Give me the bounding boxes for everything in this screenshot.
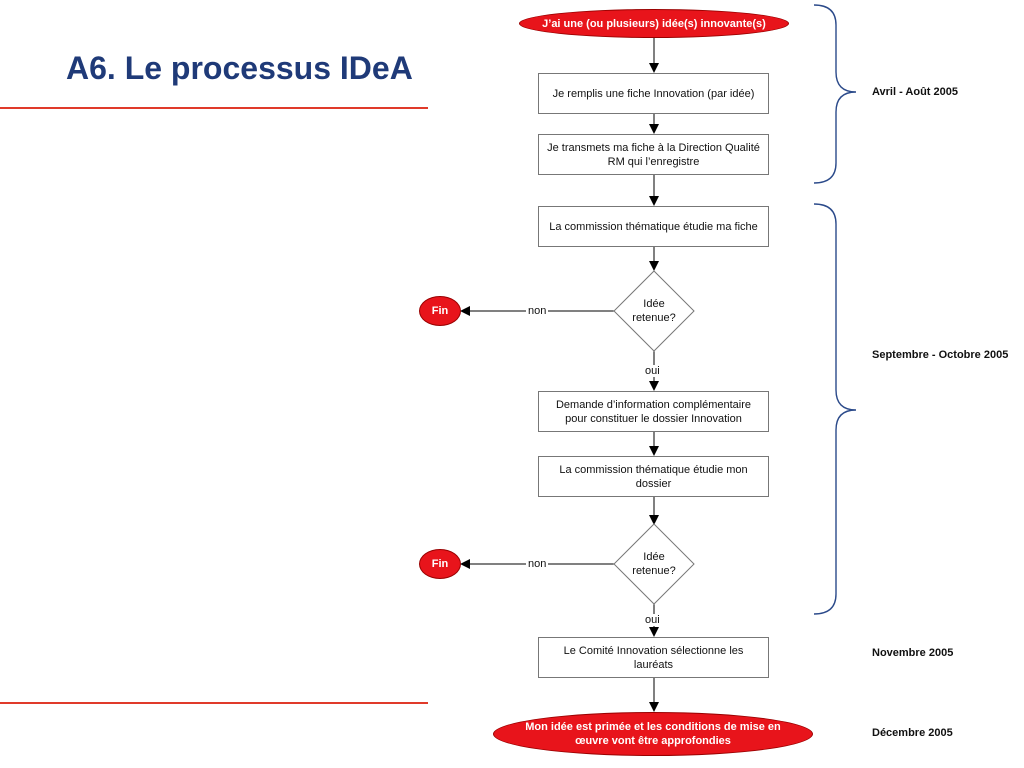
decision2-diamond <box>613 523 695 605</box>
bottom-rule <box>0 702 428 704</box>
brace-avril-aout <box>813 4 857 184</box>
end2-terminal: Fin <box>419 549 461 579</box>
start-terminal: J’ai une (ou plusieurs) idée(s) innovant… <box>519 9 789 38</box>
step-commission-fiche: La commission thématique étudie ma fiche <box>538 206 769 247</box>
decision2-no-label: non <box>526 558 549 570</box>
brace-septembre-octobre <box>813 203 857 615</box>
decision2-label: Idée retenue? <box>632 551 676 577</box>
step-commission-dossier: La commission thématique étudie mon doss… <box>538 456 769 497</box>
slide-title: A6. Le processus IDeA <box>66 50 413 86</box>
period-avril-aout: Avril - Août 2005 <box>872 86 958 98</box>
step-comite-selection: Le Comité Innovation sélectionne les lau… <box>538 637 769 678</box>
decision1-diamond <box>613 270 695 352</box>
decision1-yes-label: oui <box>643 365 662 377</box>
end1-terminal: Fin <box>419 296 461 326</box>
decision1-label: Idée retenue? <box>632 298 676 324</box>
period-decembre: Décembre 2005 <box>872 727 953 739</box>
period-novembre: Novembre 2005 <box>872 647 954 659</box>
decision1-no-label: non <box>526 305 549 317</box>
top-rule <box>0 107 428 109</box>
decision2-yes-label: oui <box>643 614 662 626</box>
step-demande-information: Demande d’information complémentaire pou… <box>538 391 769 432</box>
final-terminal: Mon idée est primée et les conditions de… <box>493 712 813 756</box>
period-septembre-octobre: Septembre - Octobre 2005 <box>872 349 1009 361</box>
step-transmettre-fiche: Je transmets ma fiche à la Direction Qua… <box>538 134 769 175</box>
step-remplir-fiche: Je remplis une fiche Innovation (par idé… <box>538 73 769 114</box>
